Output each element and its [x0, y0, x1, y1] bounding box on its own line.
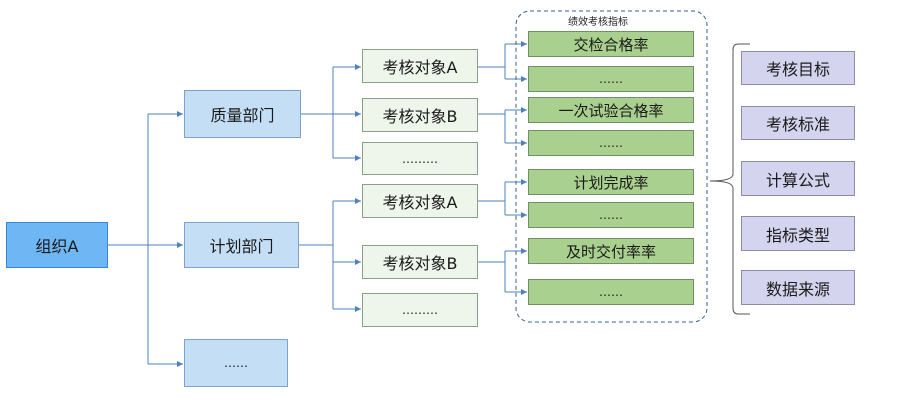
- attribute-label: 数据来源: [765, 279, 830, 299]
- department-label: 计划部门: [209, 237, 274, 256]
- indicator-node: 交检合格率: [528, 31, 694, 57]
- object-label: ………: [402, 303, 438, 317]
- object-node: 考核对象B: [362, 245, 478, 279]
- indicator-node: ……: [528, 130, 694, 156]
- attribute-label: 考核目标: [765, 60, 830, 79]
- organization-label: 组织A: [35, 237, 79, 256]
- attribute-node: 计算公式: [741, 161, 855, 196]
- object-label: 考核对象B: [382, 107, 458, 126]
- object-node: 考核对象A: [362, 49, 478, 83]
- attribute-node: 考核目标: [741, 51, 855, 85]
- indicator-group-frame: [515, 10, 708, 323]
- indicator-label: ……: [599, 72, 623, 86]
- object-label: 考核对象A: [382, 58, 458, 77]
- department-node-more: ……: [184, 339, 288, 387]
- object-node: ………: [362, 142, 478, 175]
- attribute-brace: [709, 43, 750, 315]
- department-label: 质量部门: [210, 106, 275, 125]
- department-node-planning: 计划部门: [184, 222, 299, 268]
- attribute-node: 考核标准: [741, 106, 855, 140]
- indicator-node: 计划完成率: [528, 169, 694, 195]
- organization-node: 组织A: [6, 222, 108, 268]
- indicator-label: ……: [599, 208, 623, 222]
- department-label: ……: [224, 356, 248, 370]
- indicator-node: ……: [528, 202, 694, 228]
- attribute-label: 考核标准: [765, 115, 830, 134]
- department-node-quality: 质量部门: [184, 90, 301, 138]
- indicator-label: 交检合格率: [573, 35, 649, 54]
- attribute-label: 计算公式: [765, 170, 830, 190]
- object-label: 考核对象B: [382, 254, 458, 273]
- attribute-label: 指标类型: [765, 225, 830, 245]
- attribute-node: 指标类型: [741, 216, 855, 251]
- indicator-label: 计划完成率: [573, 173, 649, 192]
- indicator-node: 及时交付率率: [528, 238, 694, 264]
- indicator-label: 及时交付率率: [565, 242, 656, 261]
- object-label: ………: [402, 151, 438, 166]
- indicator-group-title: 绩效考核指标: [568, 17, 628, 28]
- indicator-node: 一次试验合格率: [528, 97, 694, 123]
- object-node: 考核对象B: [362, 98, 478, 132]
- indicator-label: 一次试验合格率: [558, 101, 664, 120]
- indicator-node: ……: [528, 279, 694, 305]
- indicator-label: ……: [599, 285, 623, 299]
- attribute-node: 数据来源: [741, 270, 855, 305]
- object-node: ………: [362, 293, 478, 327]
- object-node: 考核对象A: [362, 184, 478, 218]
- indicator-node: ……: [528, 66, 694, 92]
- object-label: 考核对象A: [382, 193, 458, 212]
- indicator-label: ……: [599, 136, 623, 150]
